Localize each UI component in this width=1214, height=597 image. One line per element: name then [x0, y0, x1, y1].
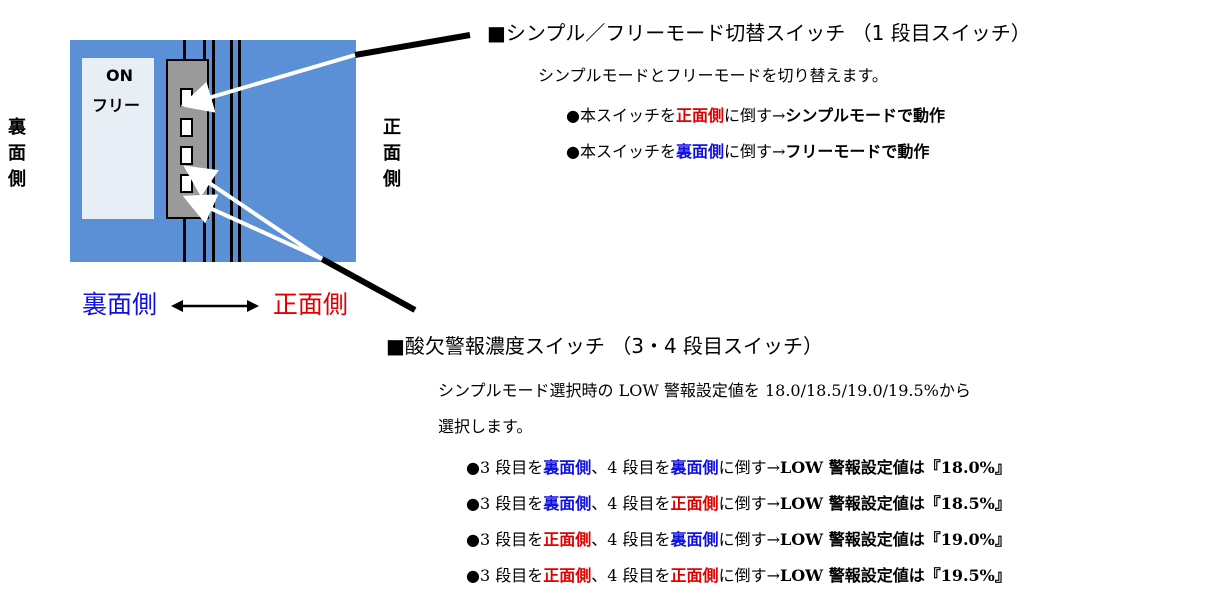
row-text: 、4 段目を [591, 458, 671, 477]
row-text: 3 段目を [479, 494, 544, 513]
alarm-setting-row: ●3 段目を正面側、4 段目を正面側に倒す→LOW 警報設定値は『19.5%』 [466, 562, 1011, 586]
row-text: に倒す→ [718, 494, 780, 513]
dip-switch-3 [180, 146, 193, 165]
row-text: に倒す→ [718, 530, 780, 549]
bullet: ● [466, 458, 480, 477]
row-text: 、4 段目を [591, 566, 671, 585]
item-result: シンプルモードで動作 [785, 106, 945, 125]
row-text: 、4 段目を [591, 494, 671, 513]
front-side-text: 正面側 [675, 106, 724, 125]
alarm-setting-row: ●3 段目を裏面側、4 段目を裏面側に倒す→LOW 警報設定値は『18.0%』 [466, 454, 1011, 478]
section1-heading: ■シンプル／フリーモード切替スイッチ （1 段目スイッチ） [487, 21, 1031, 45]
alarm-setting-row: ●3 段目を裏面側、4 段目を正面側に倒す→LOW 警報設定値は『18.5%』 [466, 490, 1011, 514]
back-side-vertical-label: 裏 面 側 [6, 115, 28, 193]
back-side-char: 側 [8, 169, 26, 190]
item-text: に倒す→ [724, 142, 786, 161]
bullet: ● [466, 566, 480, 585]
switch4-side: 正面側 [670, 494, 719, 513]
back-side-text: 裏面側 [675, 142, 724, 161]
bullet: ● [466, 494, 480, 513]
front-side-char: 側 [383, 169, 401, 190]
back-side-char: 裏 [8, 117, 26, 138]
row-text: に倒す→ [718, 458, 780, 477]
device-divider [212, 40, 215, 262]
dir-front-label: 正面側 [272, 290, 348, 319]
row-text: 、4 段目を [591, 530, 671, 549]
direction-legend: 裏面側 正面側 [82, 285, 348, 321]
switch4-side: 正面側 [670, 566, 719, 585]
switch4-side: 裏面側 [670, 530, 719, 549]
dip-switch-2 [180, 118, 193, 137]
item-result: フリーモードで動作 [785, 142, 930, 161]
row-text: 3 段目を [479, 530, 544, 549]
row-text: 3 段目を [479, 458, 544, 477]
item-text: 本スイッチを [579, 106, 676, 125]
front-side-vertical-label: 正 面 側 [381, 115, 403, 193]
item-text: 本スイッチを [579, 142, 676, 161]
bullet: ● [566, 106, 580, 125]
switch3-side: 正面側 [543, 530, 592, 549]
row-text: 3 段目を [479, 566, 544, 585]
row-result: LOW 警報設定値は『18.0%』 [779, 458, 1011, 477]
alarm-setting-row: ●3 段目を正面側、4 段目を裏面側に倒す→LOW 警報設定値は『19.0%』 [466, 526, 1011, 550]
row-text: に倒す→ [718, 566, 780, 585]
dip-label-free: フリー [92, 96, 141, 115]
bullet: ● [566, 142, 580, 161]
front-side-char: 正 [383, 117, 401, 138]
dip-label-panel: ON フリー [82, 58, 154, 219]
section1-description: シンプルモードとフリーモードを切り替えます。 [538, 66, 888, 85]
section1-item: ●本スイッチを裏面側に倒す→フリーモードで動作 [566, 138, 929, 162]
section2-heading: ■酸欠警報濃度スイッチ （3・4 段目スイッチ） [386, 334, 824, 358]
switch4-side: 裏面側 [670, 458, 719, 477]
double-arrow-icon [170, 300, 259, 312]
dir-back-label: 裏面側 [82, 290, 158, 319]
switch3-side: 裏面側 [543, 458, 592, 477]
row-result: LOW 警報設定値は『19.5%』 [779, 566, 1011, 585]
device-divider [230, 40, 233, 262]
device-divider [238, 40, 241, 262]
back-side-char: 面 [8, 143, 26, 164]
row-result: LOW 警報設定値は『18.5%』 [779, 494, 1011, 513]
section2-description: シンプルモード選択時の LOW 警報設定値を 18.0/18.5/19.0/19… [438, 381, 971, 400]
section2-description: 選択します。 [438, 417, 533, 436]
switch3-side: 裏面側 [543, 494, 592, 513]
section1-item: ●本スイッチを正面側に倒す→シンプルモードで動作 [566, 102, 945, 126]
front-side-char: 面 [383, 143, 401, 164]
row-result: LOW 警報設定値は『19.0%』 [779, 530, 1011, 549]
item-text: に倒す→ [724, 106, 786, 125]
dip-label-on: ON [106, 66, 133, 85]
bullet: ● [466, 530, 480, 549]
switch3-side: 正面側 [543, 566, 592, 585]
